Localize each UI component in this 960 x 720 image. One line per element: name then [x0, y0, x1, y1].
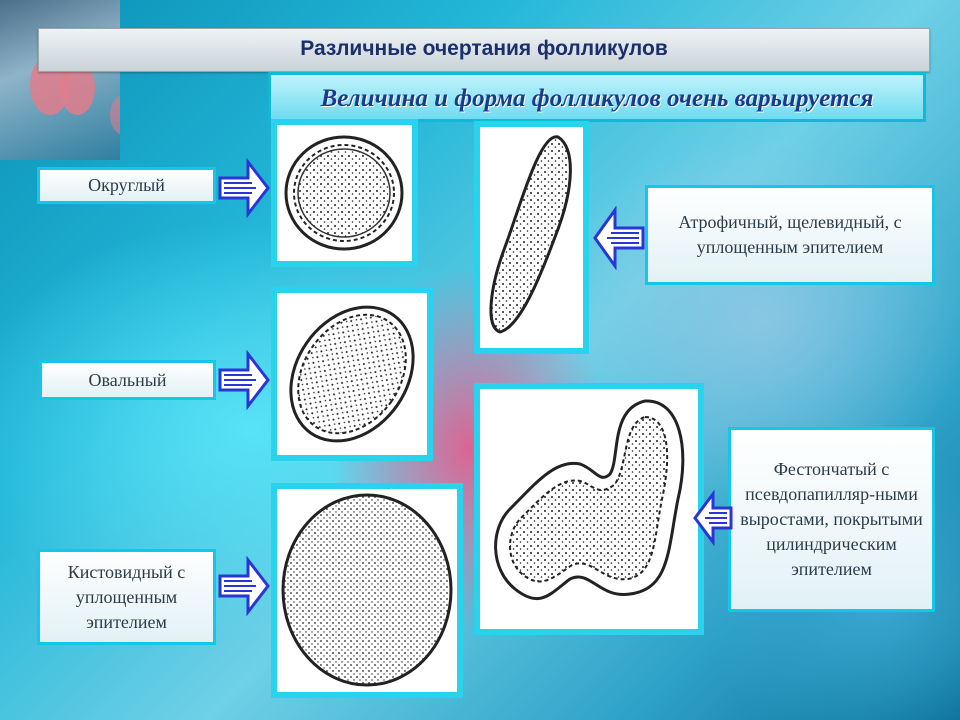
arrow-left-icon [693, 490, 733, 546]
arrow-right-icon [218, 556, 270, 616]
round-follicle-illustration [284, 135, 404, 251]
scalloped-follicle-illustration [494, 399, 685, 601]
panel-scalloped-follicle [474, 383, 704, 635]
arrow-right-icon [218, 158, 270, 218]
page-subtitle: Величина и форма фолликулов очень варьир… [320, 85, 874, 112]
label-round-text: Округлый [88, 175, 165, 195]
thyroid-corner-image [0, 0, 120, 160]
panel-oval-follicle [271, 287, 433, 461]
page-title: Различные очертания фолликулов [300, 37, 668, 60]
title-bar: Различные очертания фолликулов [38, 28, 930, 72]
panel-cyst-follicle [271, 483, 463, 698]
label-round: Округлый [37, 167, 216, 204]
label-atrophic: Атрофичный, щелевидный, с уплощенным эпи… [645, 185, 935, 285]
label-atrophic-text: Атрофичный, щелевидный, с уплощенным эпи… [678, 212, 902, 257]
subtitle-bar: Величина и форма фолликулов очень варьир… [268, 72, 926, 122]
panel-atrophic-follicle [474, 121, 589, 354]
atrophic-follicle-illustration [489, 135, 572, 334]
arrow-left-icon [593, 206, 645, 270]
label-cyst-text: Кистовидный с уплощенным эпителием [67, 561, 186, 632]
label-scalloped-text: Фестончатый с псевдопапилляр-ными вырост… [740, 459, 923, 579]
label-oval: Овальный [39, 360, 216, 400]
label-cyst: Кистовидный с уплощенным эпителием [37, 549, 216, 645]
label-scalloped: Фестончатый с псевдопапилляр-ными вырост… [728, 427, 935, 612]
panel-round-follicle [271, 119, 418, 267]
cyst-follicle-illustration [281, 493, 453, 687]
oval-follicle-illustration [289, 305, 415, 443]
arrow-right-icon [218, 350, 270, 410]
label-oval-text: Овальный [88, 369, 167, 390]
